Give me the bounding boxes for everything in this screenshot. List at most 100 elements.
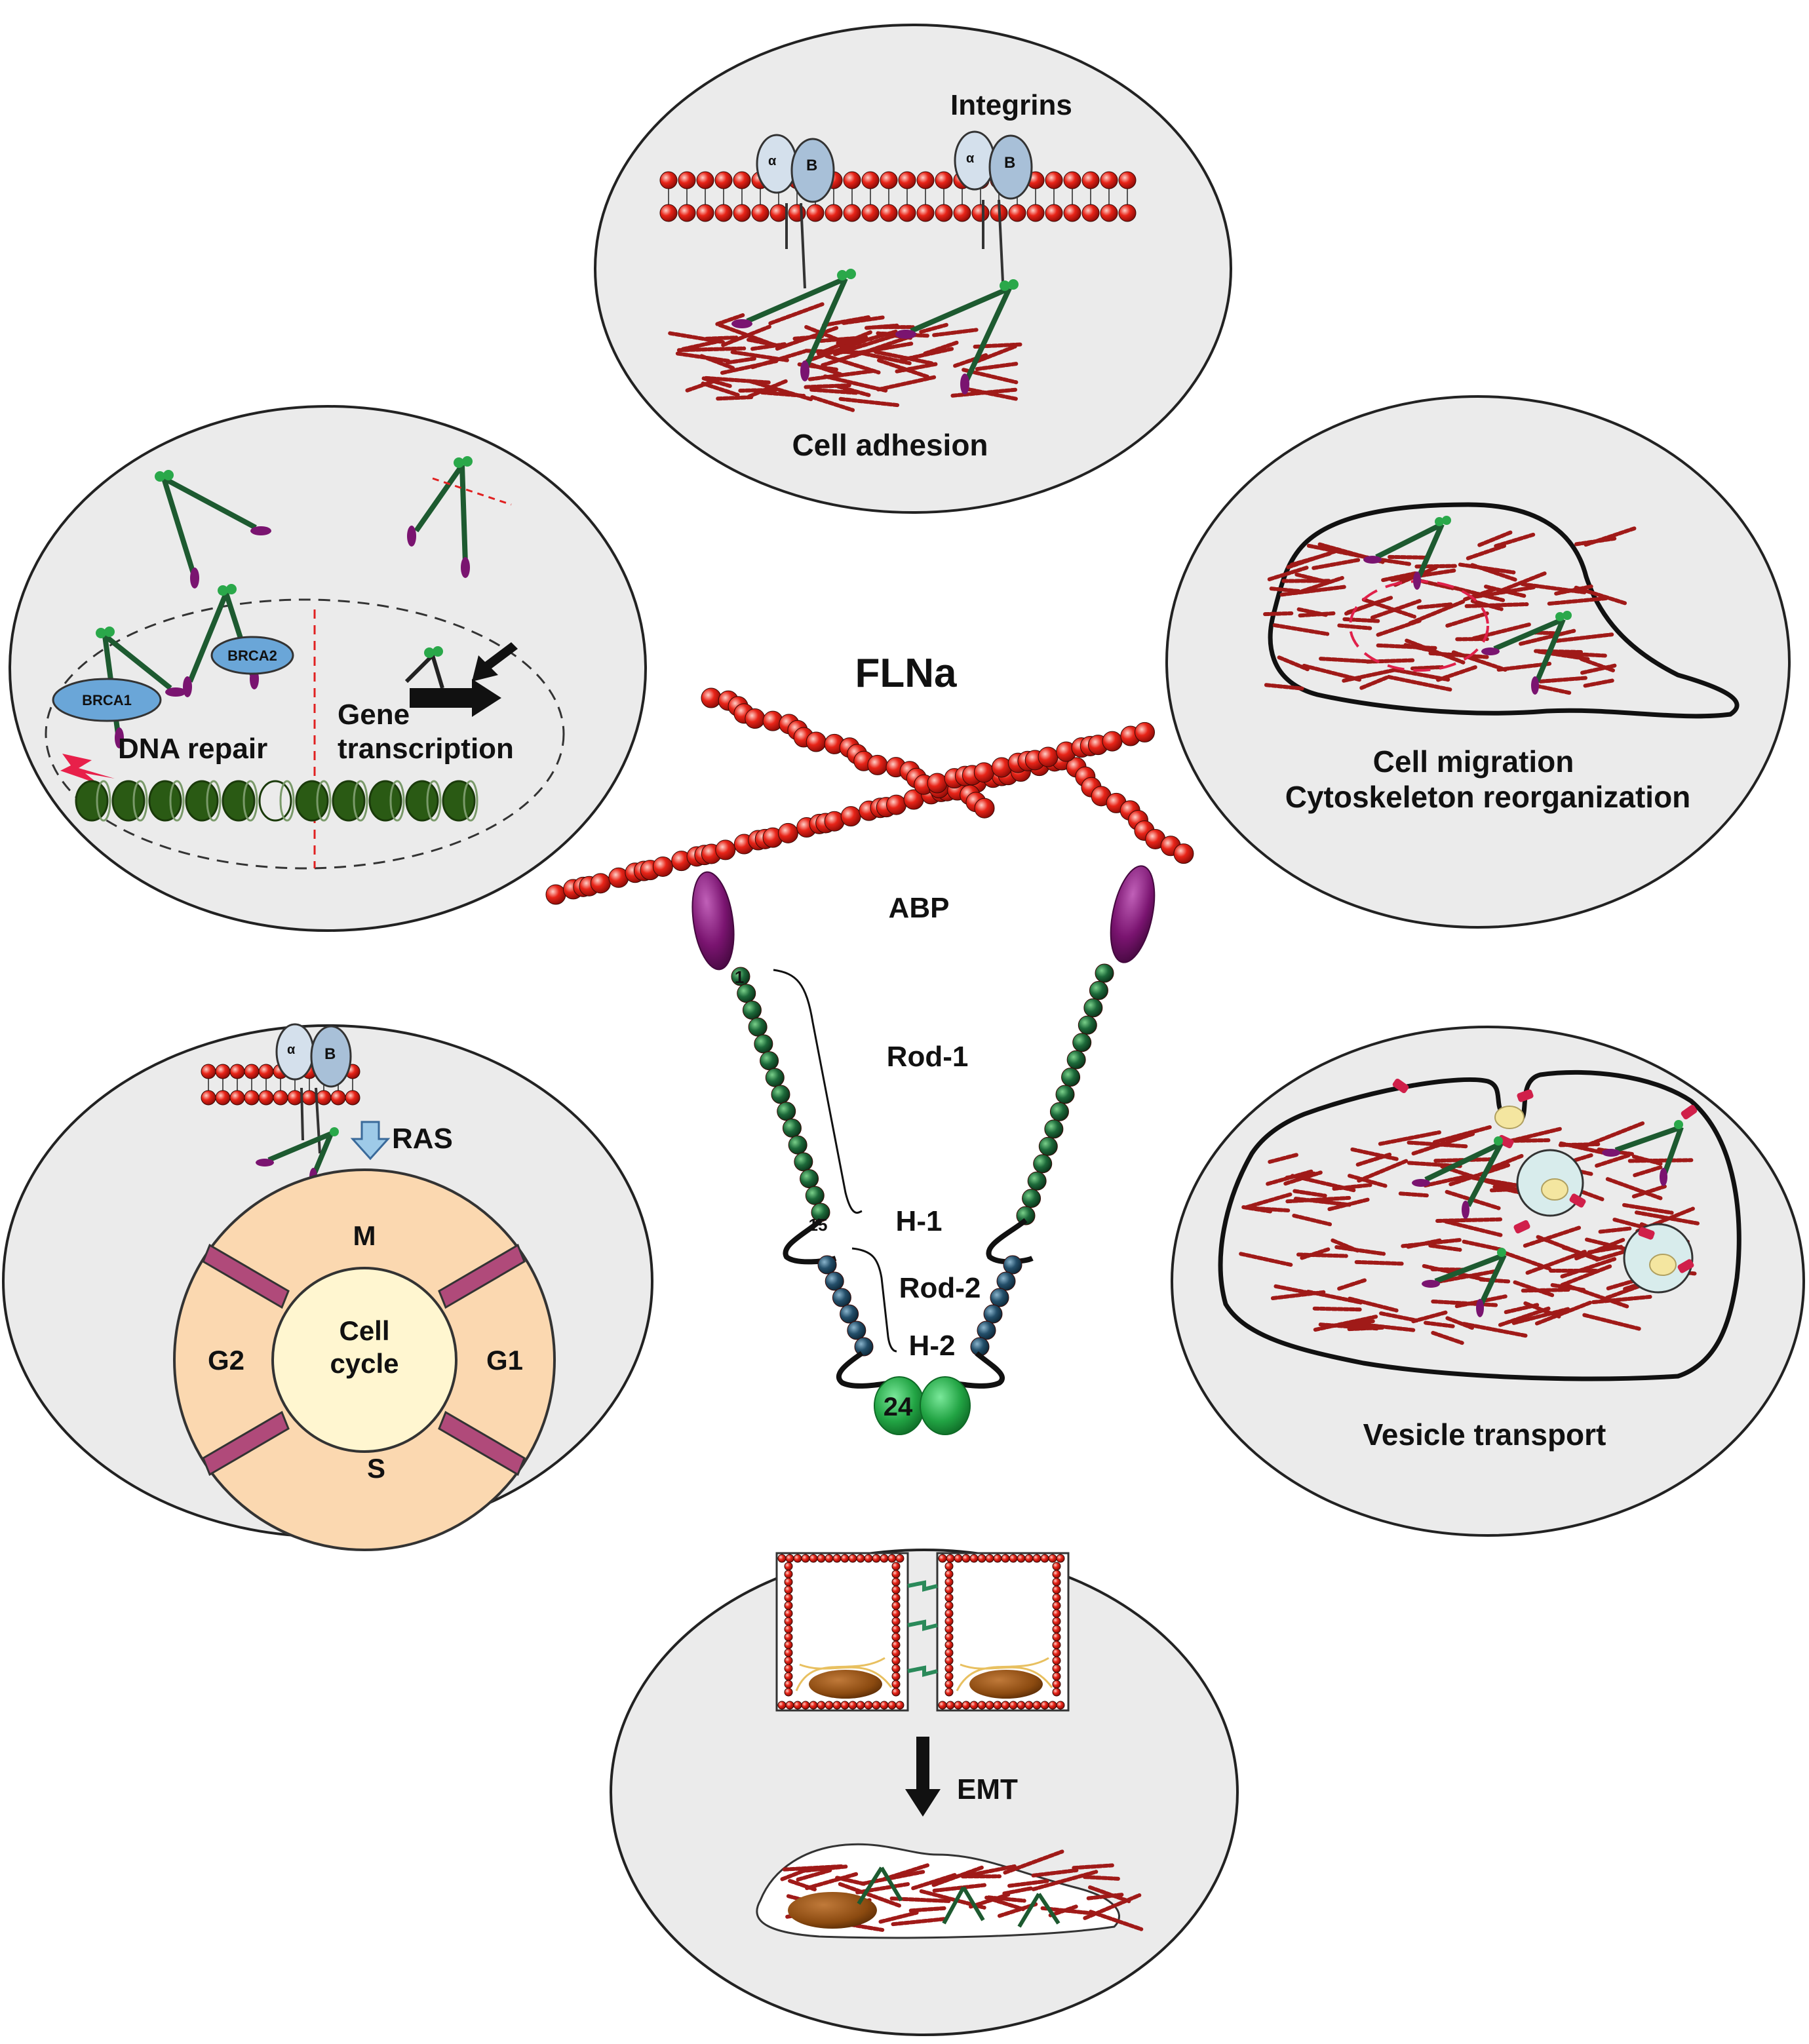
integrin-beta-label: B bbox=[1004, 154, 1015, 172]
cortical-actin-bead bbox=[793, 1554, 802, 1563]
phase-s-label: S bbox=[367, 1453, 385, 1484]
flna-dimer-icon bbox=[1602, 1120, 1684, 1186]
nucleus-outline bbox=[45, 598, 565, 870]
lipid-head bbox=[1026, 204, 1045, 222]
actin-fiber bbox=[721, 324, 771, 347]
cortical-actin-bead bbox=[1052, 1672, 1061, 1681]
actin-monomer bbox=[545, 884, 566, 905]
nucleosome bbox=[222, 780, 256, 822]
actin-fiber bbox=[798, 1864, 849, 1874]
nucleosome-wrap bbox=[243, 780, 258, 822]
cell-migration-caption-line1: Cell migration bbox=[1373, 744, 1574, 779]
actin-fiber bbox=[1344, 601, 1378, 616]
ig-domain-bead bbox=[983, 1304, 1003, 1324]
actin-fiber bbox=[1579, 657, 1617, 673]
actin-fiber bbox=[1582, 1121, 1645, 1149]
actin-fiber bbox=[975, 362, 1019, 372]
actin-fiber bbox=[1376, 643, 1439, 651]
cortical-actin-bead bbox=[784, 1672, 793, 1681]
integrin-receptor: α B bbox=[954, 130, 1033, 282]
cortical-actin-bead bbox=[891, 1648, 901, 1657]
cortical-actin-bead bbox=[891, 1687, 901, 1697]
actin-fiber bbox=[1302, 663, 1363, 682]
flna-dimer-icon bbox=[895, 279, 1019, 395]
ras-down-arrow-icon bbox=[350, 1121, 391, 1161]
phase-m-label: M bbox=[353, 1220, 376, 1251]
actin-fiber bbox=[1268, 1153, 1299, 1164]
cortical-actin-bead bbox=[1024, 1701, 1034, 1710]
actin-fiber bbox=[838, 1882, 903, 1908]
dna-damage-bolt-icon bbox=[60, 754, 115, 784]
actin-fiber bbox=[1264, 683, 1304, 691]
rod2-left-beads bbox=[817, 1255, 874, 1357]
flna-molecule: FLNa ABP Rod-1 1 15 H-1 Rod-2 H-2 24 bbox=[545, 651, 1194, 1435]
cortical-actin-bead bbox=[880, 1554, 889, 1563]
cortical-actin-bead bbox=[784, 1577, 793, 1587]
actin-fiber bbox=[1560, 1264, 1612, 1287]
integrin-alpha-label: α bbox=[287, 1043, 296, 1057]
lipid-head bbox=[1100, 171, 1118, 189]
nucleus bbox=[809, 1670, 882, 1699]
ig-domain-bead bbox=[742, 1000, 762, 1020]
abp-domain-right bbox=[1110, 865, 1156, 963]
actin-fiber bbox=[1534, 684, 1572, 695]
cortical-actin-bead bbox=[946, 1554, 955, 1563]
cortical-actin-bead bbox=[1032, 1701, 1041, 1710]
ig-domain-bead bbox=[805, 1186, 825, 1205]
actin-fiber bbox=[1398, 1191, 1429, 1198]
nucleosome-wrap bbox=[206, 780, 222, 822]
actin-fiber bbox=[974, 344, 1017, 364]
actin-fiber bbox=[1432, 1125, 1494, 1144]
actin-fiber bbox=[1424, 1321, 1457, 1329]
nucleosome bbox=[295, 780, 329, 822]
nucleosome-wrap bbox=[132, 780, 148, 822]
lipid-head bbox=[345, 1090, 360, 1106]
flna-dimer-icon bbox=[731, 269, 856, 381]
cortical-actin-bead bbox=[848, 1554, 857, 1563]
transport-vesicle bbox=[1516, 1149, 1584, 1217]
cortical-actin-bead bbox=[993, 1554, 1002, 1563]
actin-fiber bbox=[1583, 678, 1616, 688]
actin-fiber bbox=[1272, 623, 1330, 636]
actin-fiber bbox=[701, 381, 740, 397]
lipid-head bbox=[916, 204, 935, 222]
cortical-actin-bead bbox=[809, 1701, 818, 1710]
cortical-actin-bead bbox=[784, 1640, 793, 1649]
actin-fiber bbox=[675, 351, 731, 363]
actin-fiber bbox=[1245, 1191, 1294, 1209]
cortical-actin-bead bbox=[785, 1701, 794, 1710]
cortical-actin-bead bbox=[784, 1680, 793, 1689]
actin-fiber bbox=[1547, 596, 1608, 606]
actin-fiber bbox=[1337, 623, 1372, 630]
dimerization-domain-right bbox=[920, 1376, 971, 1435]
lipid-head bbox=[714, 171, 733, 189]
actin-fiber bbox=[1595, 1153, 1631, 1168]
nucleosome-wrap bbox=[316, 780, 332, 822]
brca1-label: BRCA1 bbox=[82, 692, 132, 708]
actin-fiber bbox=[1300, 575, 1344, 594]
actin-fiber bbox=[882, 1863, 930, 1881]
cortical-actin-bead bbox=[793, 1701, 802, 1710]
lipid-head bbox=[825, 204, 843, 222]
actin-fiber bbox=[1507, 1138, 1552, 1143]
cortical-actin-bead bbox=[977, 1554, 986, 1563]
actin-fiber bbox=[716, 395, 756, 401]
cortical-actin-bead bbox=[809, 1554, 818, 1563]
lipid-head bbox=[733, 204, 751, 222]
actin-fiber bbox=[726, 357, 756, 365]
actin-fiber bbox=[1270, 1290, 1326, 1300]
actin-fiber bbox=[1500, 571, 1547, 592]
actin-monomer bbox=[867, 754, 888, 775]
actin-fiber bbox=[1306, 543, 1371, 560]
nucleosome bbox=[332, 780, 366, 822]
actin-fiber bbox=[1627, 1158, 1694, 1163]
cortical-actin-bead bbox=[944, 1570, 954, 1579]
chromatin-nucleosomes bbox=[75, 780, 478, 822]
cortical-actin-bead bbox=[801, 1554, 810, 1563]
actin-fiber bbox=[1267, 566, 1309, 581]
cortical-actin-bead bbox=[1052, 1585, 1061, 1594]
cortical-actin-bead bbox=[1052, 1601, 1061, 1610]
lipid-head bbox=[1081, 171, 1100, 189]
flna-dimer-icon bbox=[1481, 611, 1572, 695]
